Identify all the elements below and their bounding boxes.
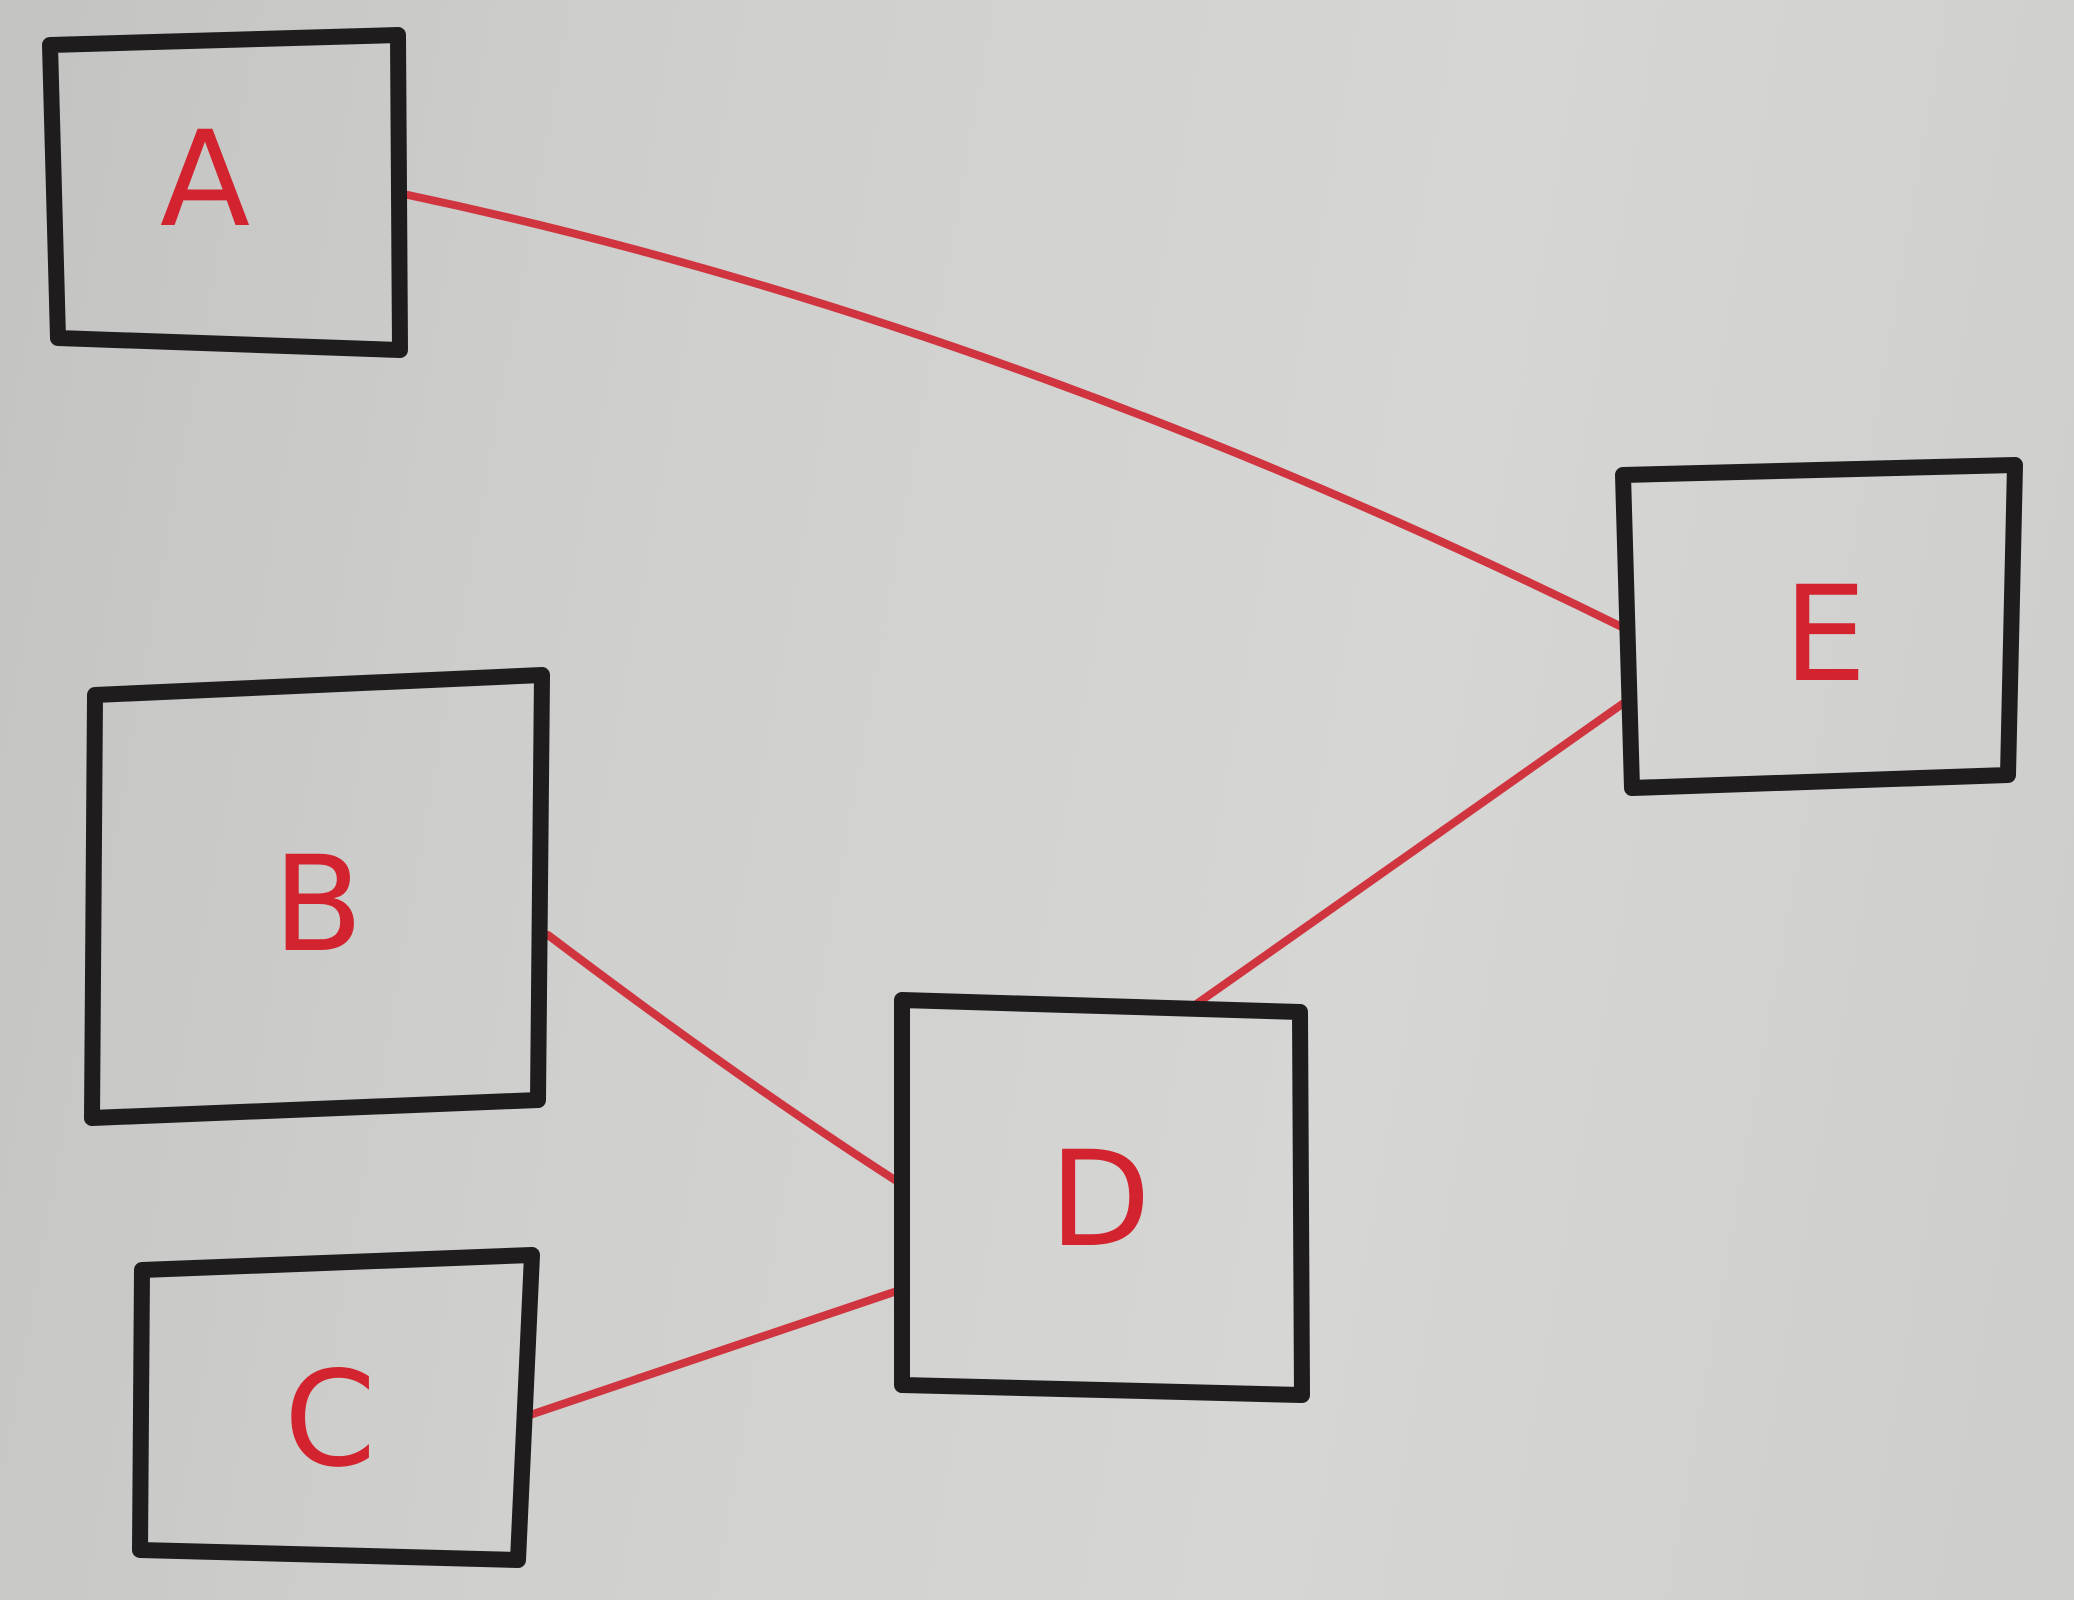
node-c-box: [132, 1247, 540, 1568]
node-c-label: C: [284, 1343, 376, 1497]
node-a-label: A: [160, 103, 250, 257]
node-b-box: [84, 667, 550, 1126]
node-c: C: [132, 1247, 540, 1568]
edges-layer: [404, 191, 1632, 1419]
edge-b-d: [544, 931, 899, 1184]
node-b-label: B: [273, 828, 364, 982]
edge-d-e: [1191, 696, 1632, 1009]
node-e: E: [1615, 457, 2023, 796]
edge-a-e: [404, 191, 1632, 634]
node-d-box: [894, 992, 1310, 1403]
node-b: B: [84, 667, 550, 1126]
node-e-label: E: [1783, 558, 1866, 712]
node-a-box: [42, 27, 408, 358]
edge-c-d: [526, 1286, 904, 1419]
node-d: D: [894, 992, 1310, 1403]
nodes-layer: A B C D E: [42, 27, 2023, 1568]
node-d-label: D: [1049, 1123, 1151, 1277]
node-e-box: [1615, 457, 2023, 796]
node-a: A: [42, 27, 408, 358]
